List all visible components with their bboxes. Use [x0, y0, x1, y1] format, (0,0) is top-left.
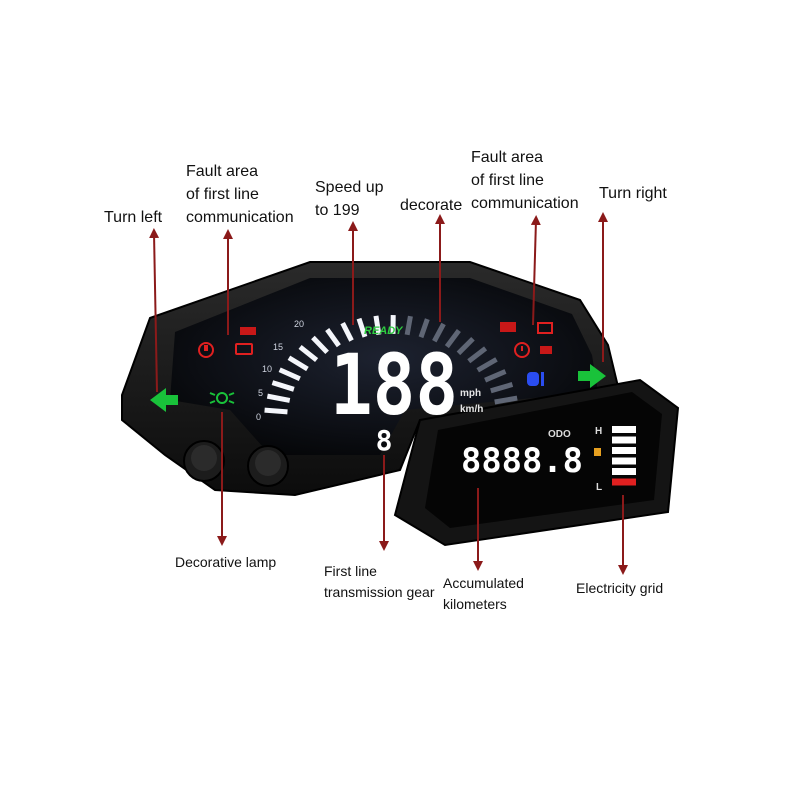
decorative-knob-right — [247, 445, 289, 487]
grid-bar — [612, 468, 636, 475]
grid-bar — [612, 478, 636, 486]
position-lamp-icon — [209, 392, 235, 404]
fuel-pump-icon — [594, 448, 601, 456]
battery-icon — [537, 322, 553, 334]
speed-bar-segment — [311, 335, 329, 355]
speed-bar-segment — [278, 367, 301, 382]
oil-icon — [240, 327, 256, 335]
speed-bar-segment — [404, 315, 413, 336]
scale-label: 5 — [258, 388, 263, 398]
speed-bar-graph — [264, 315, 518, 415]
label-gear: First line transmission gear — [324, 563, 435, 600]
speed-readout: 188 — [330, 336, 458, 434]
fuel-low-label: L — [596, 482, 602, 493]
label-fault-right: Fault area of first line communication — [471, 149, 579, 212]
label-speed: Speed up to 199 — [315, 179, 384, 219]
scale-label: 15 — [273, 342, 283, 352]
brake-icon — [514, 342, 530, 358]
grid-bar — [612, 436, 636, 444]
speed-bar-segment — [456, 336, 475, 356]
speed-bar-segment — [418, 318, 430, 339]
grid-bar — [612, 426, 636, 433]
arrow-fault-right — [530, 215, 541, 326]
speed-bar-segment — [271, 380, 295, 392]
speed-bar-segment — [444, 329, 461, 349]
unit-mph: mph — [460, 388, 481, 399]
speed-bar-segment — [373, 315, 382, 335]
speed-bar-segment — [476, 357, 498, 373]
speed-bar-segment — [325, 328, 341, 348]
label-turn-left: Turn left — [104, 209, 163, 226]
speed-bar-segment — [340, 322, 354, 342]
fuel-high-label: H — [595, 426, 602, 437]
scale-label: 20 — [294, 319, 304, 329]
speed-bar-segment — [287, 355, 309, 372]
speed-bar-segment — [298, 344, 319, 363]
speed-bar-segment — [264, 407, 288, 415]
grid-bar — [612, 447, 636, 454]
decorative-knob-left — [183, 440, 225, 482]
high-beam-icon — [527, 372, 544, 386]
scale-label: 0 — [256, 412, 261, 422]
speed-bar-segment — [467, 346, 488, 364]
battery-icon — [540, 346, 552, 354]
speed-bar-segment — [432, 322, 446, 343]
label-fault-left: Fault area of first line communication — [186, 163, 294, 226]
turn-left-icon — [150, 388, 178, 412]
oil-icon — [500, 322, 516, 332]
odometer-readout: 8888.8 — [461, 441, 583, 481]
label-turn-right: Turn right — [599, 185, 667, 202]
label-electricity: Electricity grid — [576, 580, 664, 596]
battery-icon — [235, 343, 253, 355]
odo-label: ODO — [548, 429, 571, 440]
speed-bar-segment — [494, 395, 518, 405]
speed-bar-segment — [356, 317, 368, 338]
unit-kmh: km/h — [460, 404, 483, 415]
speed-bar-segment — [266, 393, 291, 403]
speed-bar-segment — [484, 369, 507, 383]
ready-indicator: READY — [364, 325, 404, 337]
speed-bar-segment — [490, 382, 514, 394]
electricity-grid-bars — [612, 426, 636, 486]
turn-right-icon — [578, 364, 606, 388]
grid-bar — [612, 457, 636, 465]
scale-label: 10 — [262, 364, 272, 374]
label-kilometers: Accumulated kilometers — [443, 575, 524, 612]
gear-readout: 8 — [376, 424, 393, 457]
label-decorate: decorate — [400, 197, 463, 214]
label-decorative-lamp: Decorative lamp — [175, 554, 277, 570]
arrow-turn-left — [149, 228, 160, 393]
engine-fault-icon — [198, 342, 214, 358]
